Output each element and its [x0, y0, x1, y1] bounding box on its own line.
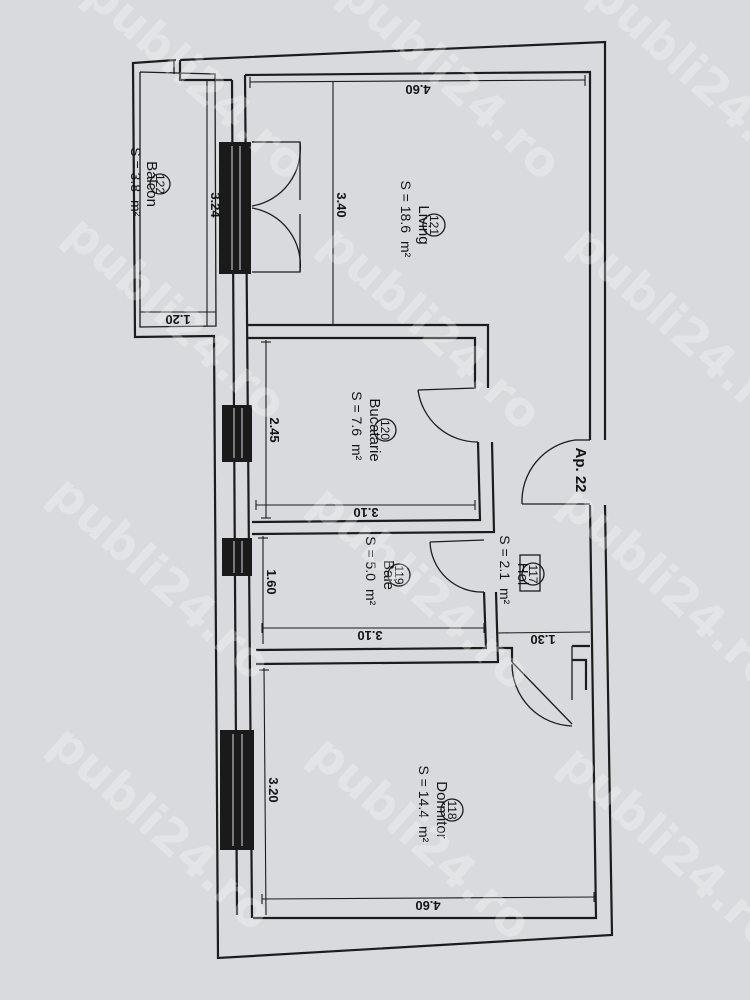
watermark: publi24.ro — [549, 474, 750, 701]
room-name-bucatarie: Bucatarie — [366, 398, 383, 461]
dimension-lines — [140, 75, 597, 916]
doors — [251, 141, 590, 727]
watermark: publi24.ro — [74, 0, 318, 192]
watermark: publi24.ro — [329, 0, 573, 192]
room-area-living: S = 18.6 — [398, 180, 414, 233]
window-baie — [222, 538, 252, 576]
labels: 121 Living S = 18.6 m² 122 Balcon S = 3.… — [128, 82, 589, 913]
dim-dormitor-depth: 3.20 — [266, 777, 281, 802]
area-unit-living: m² — [398, 241, 414, 258]
room-number-circles — [149, 173, 545, 822]
room-number-circle-hol — [521, 562, 545, 586]
room-area-dormitor: S = 14.4 — [416, 765, 432, 818]
room-number-hol: 117 — [526, 564, 540, 583]
watermark: publi24.ro — [549, 734, 750, 961]
door-baie — [429, 539, 485, 593]
door-balcon — [251, 141, 302, 273]
watermark: publi24.ro — [559, 214, 750, 441]
room-name-baie: Baie — [380, 560, 397, 590]
window-bucatarie — [222, 405, 252, 462]
dim-dormitor-width: 4.60 — [415, 898, 440, 913]
area-unit-bucatarie: m² — [349, 444, 365, 461]
room-name-dormitor: Dormitor — [433, 781, 450, 839]
dim-baie-depth: 1.60 — [264, 569, 279, 594]
window-dormitor — [220, 730, 254, 850]
dim-living-width: 4.60 — [405, 82, 430, 97]
room-balcon: 122 Balcon S = 3.8 m² — [128, 147, 167, 216]
room-number-circle-dormitor — [440, 798, 464, 822]
area-unit-balcon: m² — [128, 200, 144, 217]
dim-bucatarie-depth: 2.45 — [267, 417, 282, 442]
dim-bucatarie-width: 3.10 — [353, 505, 378, 520]
room-area-bucatarie: S = 7.6 — [349, 391, 365, 436]
room-number-circle-balcon — [149, 173, 171, 195]
hol-name-box — [519, 554, 541, 592]
room-number-living: 121 — [427, 215, 441, 235]
room-area-baie: S = 5.0 — [363, 536, 379, 581]
watermark: publi24.ro — [54, 204, 298, 431]
area-unit-baie: m² — [363, 589, 379, 606]
watermark: publi24.ro — [309, 214, 553, 441]
room-number-baie: 119 — [392, 565, 406, 584]
room-number-dormitor: 118 — [445, 800, 459, 819]
watermarks: publi24.ro publi24.ro publi24.ro publi24… — [39, 0, 750, 962]
room-name-hol: Hol — [514, 563, 531, 586]
door-entry — [521, 439, 590, 505]
door-bucatarie — [417, 387, 479, 443]
room-area-balcon: S = 3.8 — [128, 147, 144, 192]
dim-living-depth: 3.40 — [334, 192, 349, 217]
room-number-circle-bucatarie — [373, 418, 397, 442]
door-dormitor — [511, 661, 573, 727]
dim-balcon-width: 1.20 — [165, 312, 190, 327]
room-living: 121 Living S = 18.6 m² — [398, 180, 441, 257]
dim-baie-width: 3.10 — [357, 628, 382, 643]
room-number-balcon: 122 — [153, 174, 167, 194]
room-dormitor: 118 Dormitor S = 14.4 m² — [416, 765, 459, 842]
room-hol: 117 Hol S = 2.1 m² — [497, 535, 540, 604]
room-name-balcon: Balcon — [143, 161, 160, 207]
dim-hol-width: 1.30 — [530, 632, 555, 647]
room-bucatarie: 120 Bucatarie S = 7.6 m² — [349, 391, 392, 461]
dim-balcon-depth: 3.24 — [208, 192, 223, 218]
room-number-bucatarie: 120 — [378, 420, 392, 440]
windows — [219, 142, 254, 850]
room-number-circle-living — [422, 213, 446, 237]
watermark: publi24.ro — [39, 464, 283, 691]
apartment-label: Ap. 22 — [572, 447, 589, 492]
room-area-hol: S = 2.1 — [497, 535, 513, 580]
area-unit-dormitor: m² — [416, 826, 432, 843]
window-living — [219, 142, 251, 274]
room-name-living: Living — [415, 205, 432, 244]
room-baie: 119 Baie S = 5.0 m² — [363, 536, 406, 605]
room-number-circle-baie — [387, 563, 411, 587]
area-unit-hol: m² — [497, 588, 513, 605]
